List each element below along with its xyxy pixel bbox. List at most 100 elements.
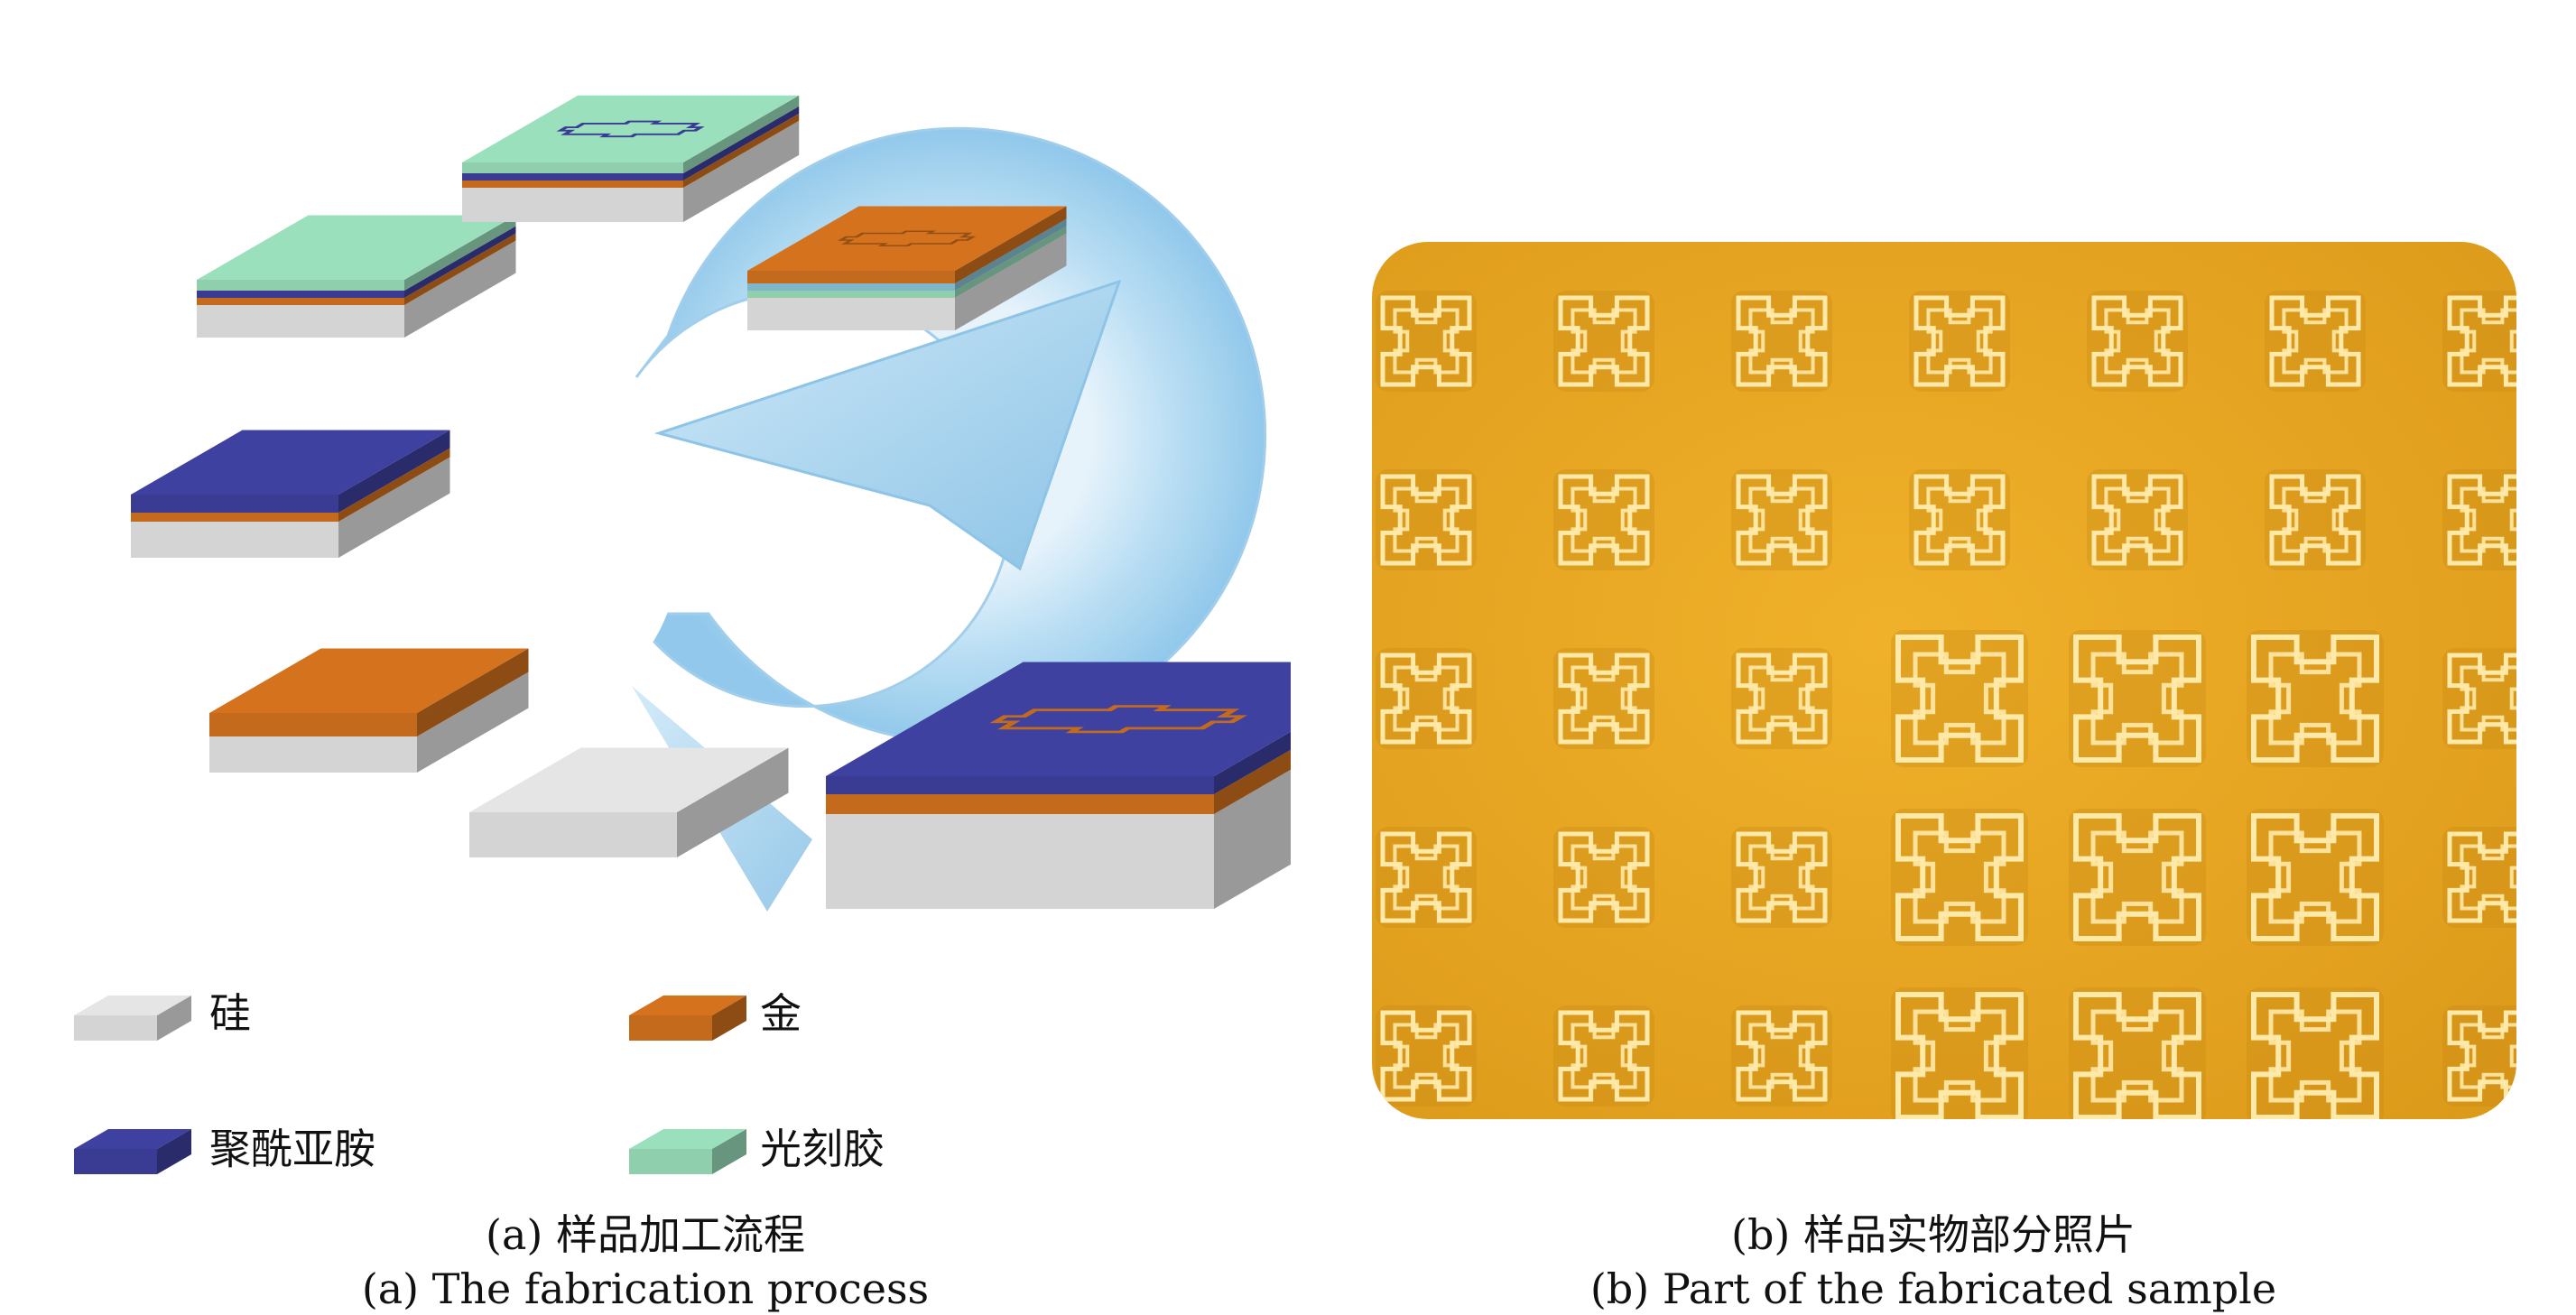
resonator-shadow bbox=[1731, 1005, 1832, 1107]
step-gold-etch-front-layer bbox=[747, 291, 955, 298]
step-photoresist-side-layer bbox=[404, 233, 516, 305]
step-pattern-exposure-front-layer bbox=[462, 173, 683, 181]
sample-photo bbox=[1372, 242, 2516, 1119]
resonator-cell bbox=[2442, 1005, 2516, 1107]
step-pattern-exposure bbox=[462, 95, 800, 222]
legend-swatch-silicon-front-layer bbox=[74, 1015, 157, 1041]
legend-swatch-silicon-top-face bbox=[74, 996, 191, 1015]
resonator-cell bbox=[1731, 827, 1832, 928]
resonator-inner-outline bbox=[1748, 1023, 1815, 1089]
resonator-cell bbox=[2069, 987, 2206, 1119]
resonator-inner-outline bbox=[2090, 830, 2184, 924]
resonator-inner-outline bbox=[1393, 308, 1459, 375]
fabrication-process-diagram bbox=[74, 95, 1291, 1174]
resonator-inner-outline bbox=[2282, 486, 2349, 553]
resonator-shadow bbox=[1891, 809, 2028, 946]
step-gold-etch-side-layer bbox=[955, 233, 1067, 330]
resonator-shadow bbox=[1553, 827, 1654, 928]
resonator-inner-outline bbox=[1393, 665, 1459, 732]
resonator-cell bbox=[2442, 469, 2516, 570]
legend-label-polyimide: 聚酰亚胺 bbox=[209, 1125, 375, 1173]
resonator-shadow bbox=[2069, 630, 2206, 767]
resonator-cell bbox=[1891, 809, 2028, 946]
step-photoresist-top-face bbox=[197, 215, 516, 280]
resonator-inner-outline bbox=[1571, 844, 1637, 911]
step-gold-etch-front-layer bbox=[747, 298, 955, 330]
step-polyimide bbox=[131, 430, 450, 558]
resonator-cell bbox=[1909, 469, 2010, 570]
step-gold-etch-side-layer bbox=[955, 206, 1067, 283]
resonator-cell bbox=[1891, 630, 2028, 767]
resonator-inner-outline bbox=[1926, 486, 1993, 553]
resonator-inner-outline bbox=[1393, 486, 1459, 553]
resonator-shadow bbox=[2265, 469, 2366, 570]
resonator-inner-outline bbox=[1748, 665, 1815, 732]
resonator-shadow bbox=[1553, 291, 1654, 392]
resonator-inner-outline bbox=[1393, 1023, 1459, 1089]
step-pattern-exposure-front-layer bbox=[462, 188, 683, 222]
resonator-inner-outline bbox=[2090, 652, 2184, 745]
legend-label-photoresist: 光刻胶 bbox=[760, 1125, 885, 1173]
legend-swatch-silicon bbox=[74, 996, 191, 1041]
step-silicon-front-layer bbox=[469, 812, 677, 857]
step-polyimide-front-layer bbox=[131, 522, 338, 558]
step-gold bbox=[209, 648, 529, 773]
step-silicon-top-face bbox=[469, 747, 789, 812]
step-photoresist-front-layer bbox=[197, 291, 404, 298]
panel-sample-photo: (b) 样品实物部分照片 (b) Part of the fabricated … bbox=[1291, 0, 2576, 1315]
legend-swatch-polyimide-front-layer bbox=[74, 1149, 157, 1174]
step-pattern-exposure-side-layer bbox=[683, 113, 800, 188]
resonator-cell bbox=[1553, 827, 1654, 928]
resonator-inner-outline bbox=[2104, 486, 2171, 553]
resonator-shadow bbox=[2247, 809, 2384, 946]
resonator-inner-outline bbox=[1571, 486, 1637, 553]
resonator-shadow bbox=[2442, 1005, 2516, 1107]
resonator-inner-outline bbox=[2104, 308, 2171, 375]
resonator-shadow bbox=[2247, 630, 2384, 767]
resonator-cell bbox=[1731, 1005, 1832, 1107]
step-photoresist-side-layer bbox=[404, 226, 516, 298]
resonator-inner-outline bbox=[1748, 486, 1815, 553]
resonator-inner-outline bbox=[2460, 308, 2516, 375]
legend-swatch-gold-top-face bbox=[629, 996, 746, 1015]
resonator-shadow bbox=[2069, 809, 2206, 946]
resonator-cell bbox=[1376, 291, 1477, 392]
step-pattern-exposure-side-layer bbox=[683, 95, 800, 173]
step-gold-side-layer bbox=[417, 648, 529, 736]
resonator-shadow bbox=[1376, 648, 1477, 749]
resonator-inner-outline bbox=[2268, 652, 2362, 745]
resonator-shadow bbox=[1909, 291, 2010, 392]
caption-a-chinese: (a) 样品加工流程 bbox=[486, 1210, 805, 1259]
panel-fabrication-process: 硅 金 聚酰亚胺 光刻胶 (a) 样品加工流程 (a) The fabricat… bbox=[74, 95, 1291, 1310]
legend-swatch-polyimide-side-layer bbox=[157, 1129, 191, 1174]
step-gold-etch bbox=[747, 206, 1067, 330]
caption-b-english: (b) Part of the fabricated sample bbox=[1589, 1264, 2277, 1313]
legend-swatch-photoresist-front-layer bbox=[629, 1149, 712, 1174]
resonator-shadow bbox=[1553, 1005, 1654, 1107]
resonator-inner-outline bbox=[2460, 1023, 2516, 1089]
final-sample-front-layer bbox=[826, 814, 1214, 909]
resonator-cell bbox=[2069, 630, 2206, 767]
resonator-cell bbox=[2247, 987, 2384, 1119]
final-sample-front-layer bbox=[826, 776, 1214, 794]
resonator-inner-outline bbox=[2282, 308, 2349, 375]
resonator-inner-outline bbox=[2460, 844, 2516, 911]
resonator-shadow bbox=[2087, 291, 2188, 392]
photo-background bbox=[1372, 242, 2516, 1119]
legend-swatch-gold-side-layer bbox=[712, 996, 746, 1041]
final-sample-side-layer bbox=[1214, 731, 1291, 794]
resonator-inner-outline bbox=[2268, 1009, 2362, 1103]
step-photoresist-side-layer bbox=[404, 240, 516, 338]
legend-swatches bbox=[74, 996, 746, 1174]
resonator-inner-outline bbox=[1913, 1009, 2006, 1103]
resonator-inner-outline bbox=[1748, 844, 1815, 911]
legend-swatch-polyimide-top-face bbox=[74, 1129, 191, 1149]
resonator-cell bbox=[2442, 827, 2516, 928]
resonator-shadow bbox=[1376, 291, 1477, 392]
resonator-cell bbox=[1553, 648, 1654, 749]
step-polyimide-front-layer bbox=[131, 495, 338, 513]
resonator-cell bbox=[2442, 648, 2516, 749]
legend-swatch-photoresist-side-layer bbox=[712, 1129, 746, 1174]
resonator-cell bbox=[2247, 809, 2384, 946]
resonator-shadow bbox=[2087, 469, 2188, 570]
